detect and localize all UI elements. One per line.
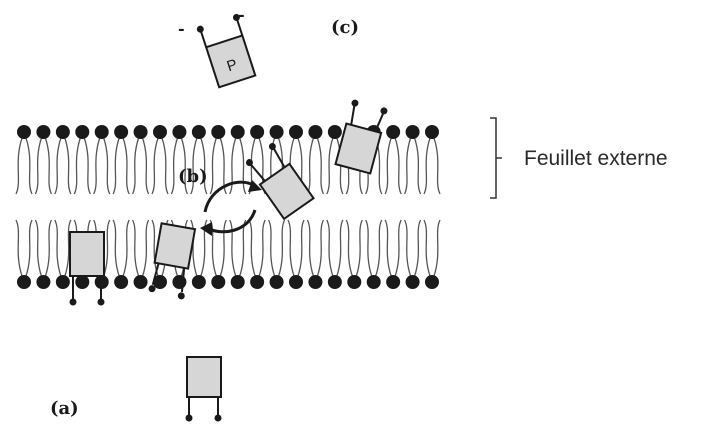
lipid-head-outer: [250, 125, 265, 139]
charge-right: -: [238, 5, 245, 24]
lipid-head-outer: [55, 125, 70, 139]
lipid-tail-inner: [248, 219, 266, 277]
leaflet-bracket: [490, 117, 502, 199]
leaflet-label: Feuillet externe: [524, 147, 668, 170]
lipid-tail-outer: [112, 137, 130, 195]
lipid-head-outer: [289, 125, 303, 139]
lipid-tail-outer: [93, 137, 111, 195]
lipid-tail-inner: [15, 219, 33, 277]
label-b: (b): [178, 166, 208, 187]
lipid-head-inner: [75, 275, 90, 289]
lipid-head-outer: [425, 125, 439, 139]
lipid-head-outer: [94, 125, 109, 139]
label-c: (c): [331, 17, 359, 38]
lipid-tail-inner: [267, 219, 286, 277]
lipid-head-inner: [36, 275, 51, 289]
lipid-head-inner: [386, 275, 401, 289]
lipid-tail-outer: [73, 137, 91, 195]
lipid-tails: [15, 137, 441, 277]
protein-a: [185, 356, 222, 422]
lipid-tail-outer: [190, 137, 208, 195]
lipid-head-inner: [17, 275, 31, 289]
lipid-tail-inner: [403, 219, 422, 277]
lipid-head-inner: [55, 275, 70, 289]
lipid-head-outer: [36, 125, 51, 139]
lipid-tail-outer: [326, 137, 344, 195]
lipid-head-outer: [230, 125, 245, 139]
lipid-head-outer: [308, 125, 323, 139]
lipid-head-inner: [327, 275, 342, 289]
lipid-tail-outer: [306, 137, 325, 195]
flip-flop-arrows: [200, 180, 262, 236]
lipid-head-inner: [191, 275, 206, 289]
protein-b-flipping-up: [245, 143, 315, 221]
protein-letter: P: [225, 56, 240, 75]
lipid-head-inner: [405, 275, 420, 289]
lipid-tail-outer: [151, 137, 169, 195]
lipid-head-outer: [327, 125, 342, 139]
lipid-head-outer: [114, 125, 129, 139]
lipid-tail-inner: [365, 219, 383, 277]
lipid-head-inner: [133, 275, 148, 289]
lipid-tail-inner: [131, 219, 150, 277]
lipid-tail-inner: [306, 219, 325, 277]
lipid-tail-outer: [423, 137, 441, 195]
lipid-head-outer: [172, 125, 187, 139]
lipid-head-inner: [347, 275, 362, 289]
lipid-tail-inner: [423, 219, 441, 277]
lipid-tail-outer: [229, 137, 247, 195]
lipid-head-inner: [366, 275, 381, 289]
lipid-tail-outer: [15, 137, 33, 195]
lipid-head-inner: [250, 275, 265, 289]
lipid-head-outer: [133, 125, 148, 139]
lipid-head-inner: [114, 275, 129, 289]
lipid-tail-outer: [384, 137, 402, 195]
lipid-tail-outer: [34, 137, 53, 195]
lipid-head-inner: [153, 275, 167, 289]
lipid-tail-outer: [209, 137, 227, 195]
lipid-head-outer: [153, 125, 167, 139]
lipid-head-outer: [405, 125, 420, 139]
lipid-head-outer: [211, 125, 226, 139]
lipid-tail-inner: [384, 219, 402, 277]
lipid-tail-inner: [345, 219, 363, 277]
lipid-tail-outer: [54, 137, 72, 195]
protein-c: P: [196, 13, 257, 89]
protein-inner-anchored: [69, 231, 105, 306]
lipid-head-inner: [425, 275, 439, 289]
lipid-head-outer: [269, 125, 284, 139]
lipid-heads-inner: [17, 275, 439, 289]
lipid-tail-inner: [54, 219, 72, 277]
lipid-head-outer: [191, 125, 206, 139]
lipid-tail-inner: [326, 219, 344, 277]
lipid-head-outer: [386, 125, 401, 139]
lipid-tail-inner: [209, 219, 227, 277]
lipid-head-inner: [230, 275, 245, 289]
lipid-tail-outer: [170, 137, 189, 195]
lipid-tail-inner: [287, 219, 305, 277]
lipid-tail-inner: [34, 219, 53, 277]
lipid-tail-outer: [131, 137, 150, 195]
protein-outer-anchored: [334, 99, 388, 175]
label-a: (a): [50, 398, 79, 419]
protein-b-flipping-down: [148, 222, 197, 300]
charge-left: -: [178, 19, 185, 38]
lipid-head-outer: [75, 125, 90, 139]
lipid-head-inner: [211, 275, 226, 289]
lipid-head-inner: [308, 275, 323, 289]
lipid-head-outer: [17, 125, 31, 139]
lipid-tail-outer: [403, 137, 422, 195]
lipid-head-inner: [172, 275, 187, 289]
lipid-head-inner: [269, 275, 284, 289]
lipid-tail-inner: [112, 219, 130, 277]
lipid-head-inner: [289, 275, 303, 289]
